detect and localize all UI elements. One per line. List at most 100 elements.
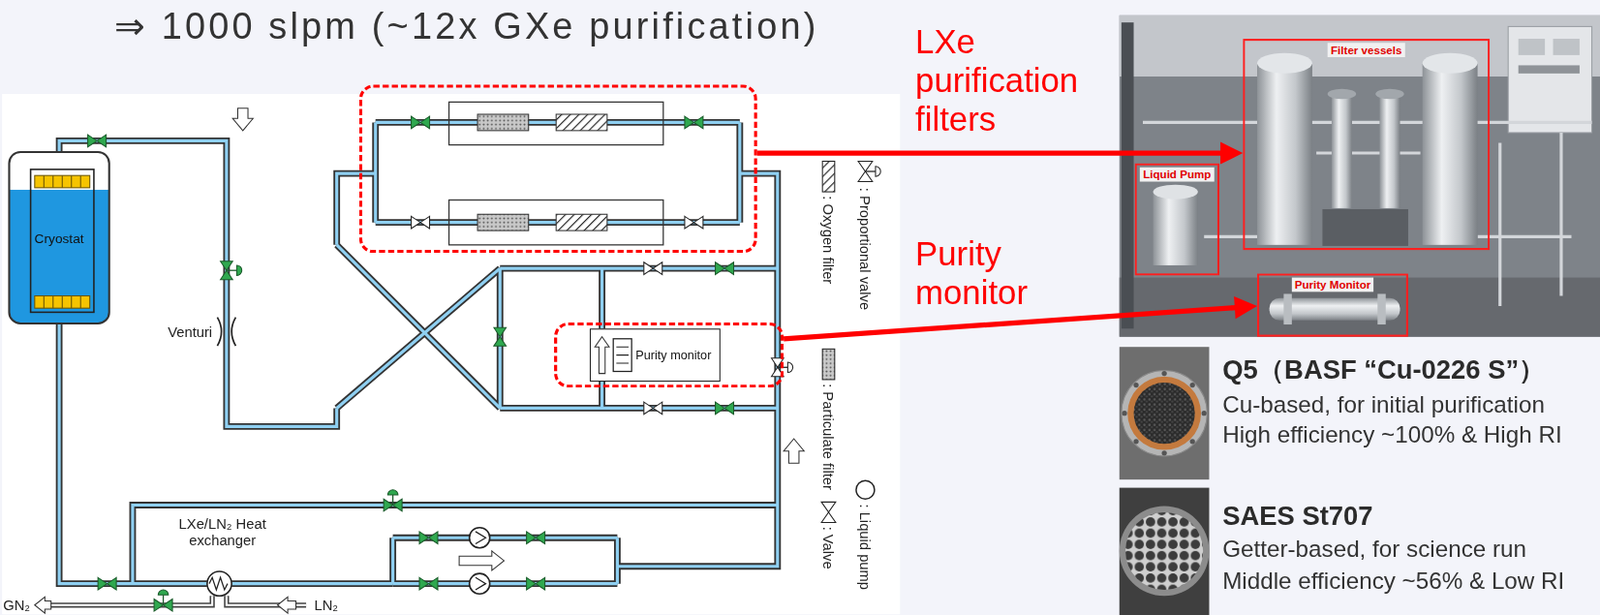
label-holder: LN₂ <box>313 596 339 614</box>
drawing-part <box>1153 191 1199 266</box>
legend-symbol <box>858 160 873 182</box>
system-photo <box>1119 15 1600 338</box>
legend-holder: : Particulate filter <box>836 383 944 400</box>
part-label: LXe/LN₂ Heat exchanger <box>171 515 274 549</box>
label-holder: Venturi <box>153 323 213 341</box>
legend-holder: : Liquid pump <box>873 503 960 521</box>
drawing-part <box>411 116 431 129</box>
drawing-part <box>216 317 236 347</box>
drawing-part <box>1190 382 1196 388</box>
drawing-part <box>526 531 546 545</box>
drawing-part <box>40 595 307 605</box>
drawing-part <box>97 577 117 590</box>
drawing-part <box>30 169 94 312</box>
venturi-symbol <box>216 317 236 347</box>
purity-monitor-box: Purity monitor <box>589 328 721 382</box>
legend-holder: : Proportional valve <box>873 187 996 205</box>
legend-symbol <box>858 160 881 182</box>
node-text: LXe purification filters <box>915 22 1094 139</box>
drawing-part <box>1161 450 1167 456</box>
legend-text: : Particulate filter <box>820 383 837 491</box>
drawing-part <box>34 596 52 614</box>
drawing-part <box>715 262 735 276</box>
label-holder: Cu-based, for initial purification <box>1222 389 1545 419</box>
drawing-part <box>209 577 228 590</box>
legend-text: : Liquid pump <box>857 503 874 590</box>
drawing-part <box>1201 410 1207 416</box>
drawing-part <box>1190 438 1196 444</box>
drawing-part <box>477 214 529 231</box>
drawing-part <box>783 438 804 463</box>
legend-text: : Proportional valve <box>857 187 874 310</box>
cryostat-drawing <box>8 169 109 325</box>
valve-symbols <box>88 116 794 612</box>
drawing-part <box>469 527 491 549</box>
node-text: Liquid Pump <box>1139 167 1214 183</box>
material-note: Getter-based, for science run <box>1222 534 1527 564</box>
drawing-part <box>1121 370 1206 456</box>
drawing-part <box>1553 38 1580 56</box>
material-note: Middle efficiency ~56% & Low RI <box>1222 566 1565 596</box>
drawing-part <box>594 337 610 374</box>
material-title: Q5（BASF “Cu-0226 S”） <box>1222 353 1545 387</box>
drawing-part <box>1377 293 1385 325</box>
drawing-part <box>34 296 91 309</box>
legend-symbol <box>856 480 875 499</box>
drawing-part <box>1142 122 1593 307</box>
drawing-part <box>1327 89 1357 100</box>
drawing-part <box>1127 376 1201 451</box>
drawing-part <box>419 531 438 545</box>
part-label: Venturi <box>153 323 213 341</box>
drawing-part <box>207 571 232 596</box>
label-holder: High efficiency ~100% & High RI <box>1222 420 1562 450</box>
drawing-part <box>1257 62 1313 246</box>
drawing-part <box>1331 93 1353 209</box>
part-label: LN₂ <box>313 596 339 614</box>
arrow-head <box>1220 141 1243 164</box>
drawing-part <box>1119 506 1210 597</box>
drawing-part <box>526 577 546 590</box>
drawing-part <box>449 199 664 245</box>
q5-photo <box>1119 346 1210 480</box>
material-note: Cu-based, for initial purification <box>1222 389 1545 419</box>
drawing-part <box>1119 488 1210 615</box>
drawing-part <box>411 215 431 229</box>
drawing-part <box>1518 38 1545 56</box>
pipe-network <box>59 122 778 584</box>
drawing-part <box>1322 209 1409 247</box>
drawing-part <box>684 116 704 129</box>
drawing-part <box>43 175 81 188</box>
legend-symbol <box>822 348 835 380</box>
label-holder: SAES St707 <box>1222 498 1373 532</box>
drawing-part <box>1134 382 1196 444</box>
drawing-part <box>383 490 402 512</box>
photo-callout: Filter vessels <box>1242 38 1490 250</box>
legend-symbol <box>822 160 835 192</box>
st707-photo <box>1119 488 1210 615</box>
drawing-part <box>1422 62 1478 246</box>
label-holder: Q5（BASF “Cu-0226 S”） <box>1222 353 1545 387</box>
drawing-part <box>1119 346 1210 480</box>
drawing-part <box>1507 26 1592 133</box>
drawing-part <box>1257 53 1313 74</box>
drawing-part <box>40 595 307 605</box>
drawing-part <box>644 262 663 276</box>
material-note: High efficiency ~100% & High RI <box>1222 420 1562 450</box>
heat-exchanger-symbol <box>207 571 232 596</box>
legend-symbol <box>822 348 835 380</box>
highlight-region: Purity monitorPurity monitor <box>553 322 784 388</box>
legend-symbol <box>821 501 836 523</box>
drawing-part <box>1379 93 1400 209</box>
drawing-part <box>1153 184 1199 200</box>
drawing-part <box>1121 369 1208 456</box>
drawing-part <box>88 134 107 148</box>
legend-symbol <box>875 166 881 178</box>
photo-callout: Purity Monitor <box>1257 273 1409 337</box>
node-text: Filter vessels <box>1327 42 1406 58</box>
connector-line <box>783 307 1237 339</box>
legend-text: : Oxygen filter <box>820 195 837 284</box>
diagram-panel <box>1 93 900 615</box>
drawing-part <box>684 215 704 229</box>
part-label: GN₂ <box>2 596 31 614</box>
